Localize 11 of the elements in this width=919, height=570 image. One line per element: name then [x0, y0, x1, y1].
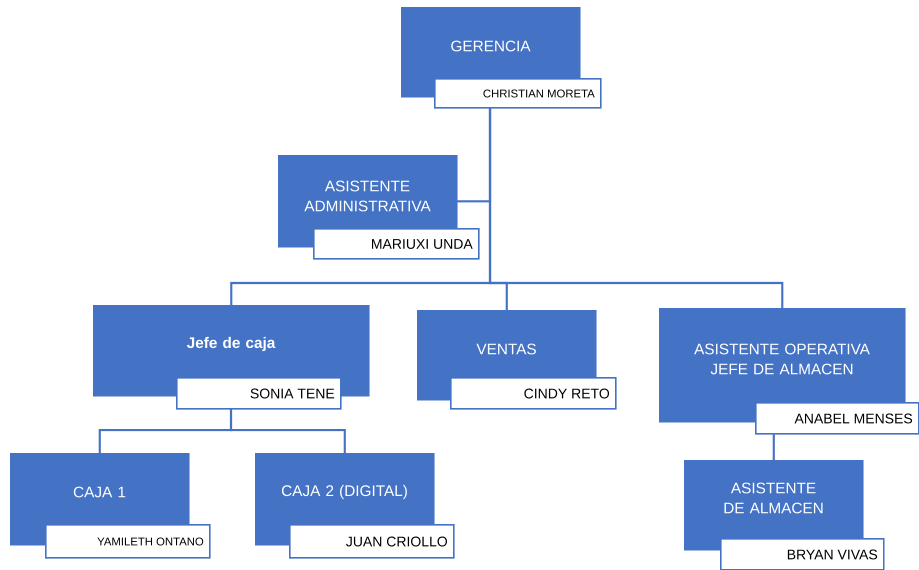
connector-line: [772, 434, 775, 460]
connector-line: [488, 108, 784, 308]
connector-line: [230, 410, 346, 453]
name-label: ANABEL MENSES: [755, 402, 919, 435]
name-label: SONIA TENE: [176, 377, 342, 410]
name-label: CHRISTIAN MORETA: [434, 78, 602, 109]
name-label: CINDY RETO: [450, 377, 617, 410]
name-label: JUAN CRIOLLO: [289, 524, 455, 559]
name-label: BRYAN VIVAS: [720, 538, 885, 570]
name-label: MARIUXI UNDA: [313, 228, 480, 260]
name-label: YAMILETH ONTANO: [45, 524, 211, 559]
